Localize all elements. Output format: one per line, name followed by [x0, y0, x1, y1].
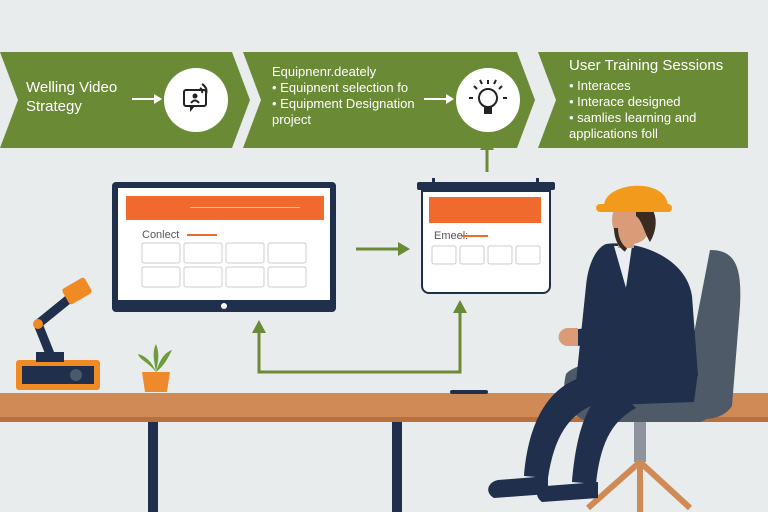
- potted-plant: [138, 344, 172, 392]
- banner-2-text: Equipnenr.deately Equipnent selection fo…: [272, 64, 432, 128]
- arrow-right-icon: [424, 94, 454, 104]
- form-grid: [431, 245, 541, 265]
- camera-rig: [16, 277, 100, 390]
- video-chat-icon: [164, 68, 228, 132]
- engineer-person: [488, 185, 698, 502]
- label-underline: [462, 235, 488, 237]
- banner-3-item: Interaces: [569, 78, 739, 94]
- board-hook: [536, 178, 539, 194]
- arrow-right-icon: [132, 94, 162, 104]
- board-top-bar: [417, 182, 555, 190]
- phone: [450, 390, 488, 394]
- form-grid: [141, 242, 307, 288]
- banner-3-item: Interace designed: [569, 94, 739, 110]
- banner-2-item: Equipnent selection fo: [272, 80, 432, 96]
- banner-1-title: Welling Video Strategy: [26, 79, 118, 115]
- label-underline: [187, 234, 217, 236]
- desk-leg: [392, 422, 402, 512]
- screen-header-bar: [126, 196, 324, 220]
- left-screen-label: Conlect: [142, 229, 180, 241]
- screen-header-bar: [429, 197, 541, 223]
- desk-leg: [148, 422, 158, 512]
- banner-2-item: Equipment Designation project: [272, 96, 432, 128]
- right-screen-label: Emeel:: [434, 230, 469, 242]
- banner-2-title: Equipnenr.deately: [272, 64, 377, 79]
- lightbulb-icon: [456, 68, 520, 132]
- header-line: [190, 207, 300, 208]
- banner-3-text: User Training Sessions Interaces Interac…: [569, 58, 739, 142]
- banner-3-item: samlies learning and applications foll: [569, 110, 739, 142]
- banner-3-title: User Training Sessions: [569, 57, 724, 74]
- board-hook: [432, 178, 435, 194]
- monitor-button: [221, 303, 227, 309]
- desk-edge: [0, 417, 768, 422]
